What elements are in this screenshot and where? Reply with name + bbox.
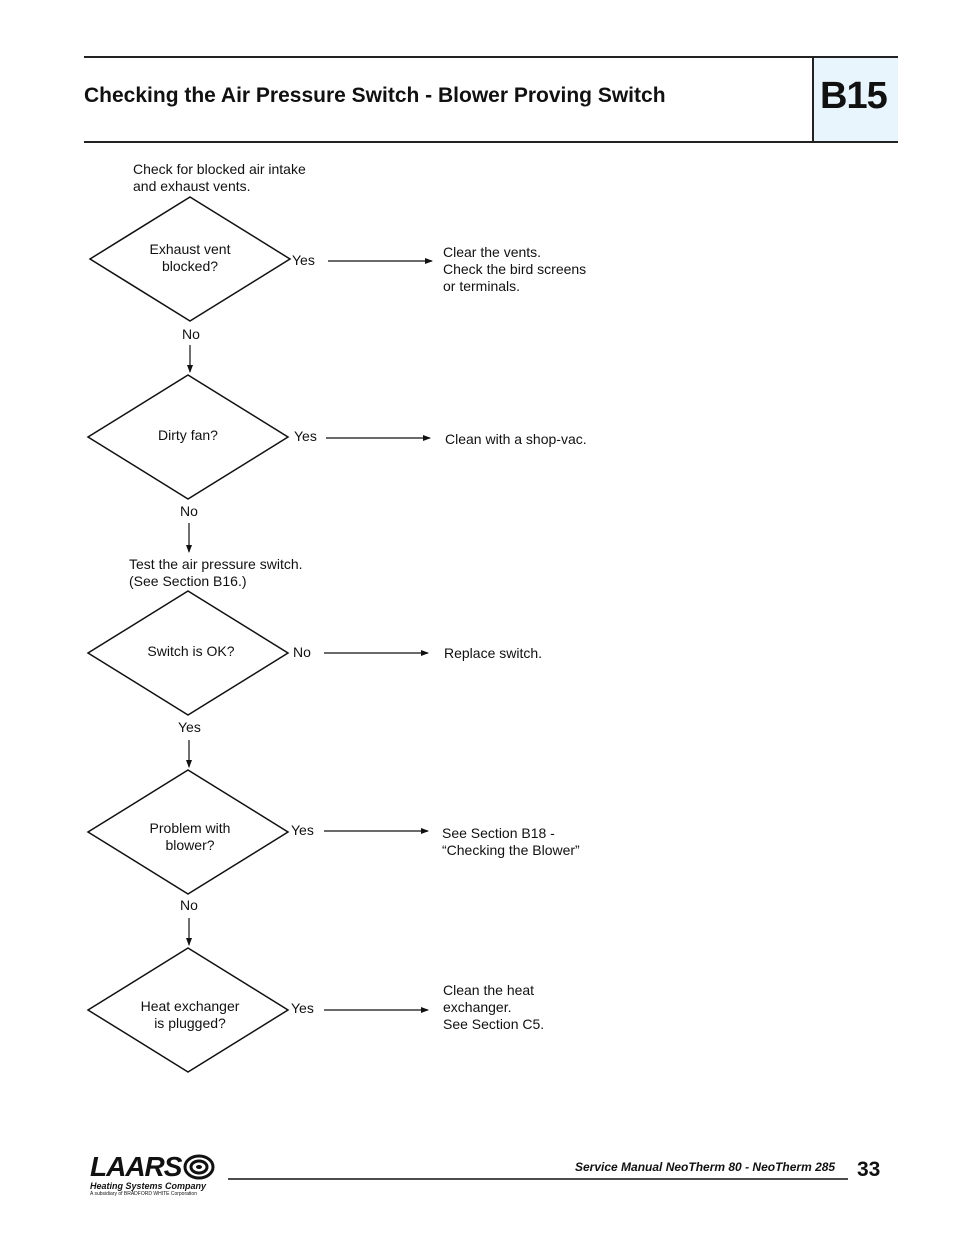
header-top-rule <box>84 56 898 58</box>
action-2: Clean with a shop-vac. <box>445 431 587 447</box>
question-1: Exhaust vent blocked? <box>149 241 231 274</box>
branch-label-1: Yes <box>292 252 315 268</box>
decision-diamond-2 <box>86 374 290 500</box>
continue-label-4: No <box>180 897 198 913</box>
decision-diamond-5 <box>86 947 290 1073</box>
intro-note: Check for blocked air intake and exhaust… <box>133 161 306 194</box>
question-4: Problem with blower? <box>149 820 231 853</box>
action-4: See Section B18 - “Checking the Blower” <box>442 825 580 858</box>
laars-logo: LAARS Heating Systems Company A subsidia… <box>90 1153 215 1198</box>
question-3: Switch is OK? <box>147 643 235 659</box>
action-1: Clear the vents. Check the bird screens … <box>443 244 587 294</box>
test-switch-note: Test the air pressure switch. (See Secti… <box>129 556 303 589</box>
logo-wordmark: LAARS <box>90 1151 182 1182</box>
continue-label-2: No <box>180 503 198 519</box>
action-3: Replace switch. <box>444 645 543 661</box>
decision-diamond-1 <box>88 196 292 322</box>
logo-tagline: A subsidiary of BRADFORD WHITE Corporati… <box>90 1191 197 1197</box>
header-bottom-rule <box>84 141 898 143</box>
question-2: Dirty fan? <box>158 427 218 443</box>
decision-diamond-3 <box>86 590 290 716</box>
page-number: 33 <box>857 1158 881 1181</box>
logo-disc-icon <box>183 1154 215 1180</box>
branch-label-2: Yes <box>294 428 317 444</box>
continue-label-1: No <box>182 326 200 342</box>
question-5: Heat exchanger is plugged? <box>140 998 240 1031</box>
manual-title: Service Manual NeoTherm 80 - NeoTherm 28… <box>575 1160 836 1174</box>
branch-label-5: Yes <box>291 1000 314 1016</box>
section-code: B15 <box>820 75 888 117</box>
continue-label-3: Yes <box>178 719 201 735</box>
page-title: Checking the Air Pressure Switch - Blowe… <box>84 84 666 107</box>
decision-diamond-4 <box>86 769 290 895</box>
section-badge: B15 <box>812 58 898 141</box>
branch-label-3: No <box>293 644 311 660</box>
action-5: Clean the heat exchanger. See Section C5… <box>443 982 545 1032</box>
branch-label-4: Yes <box>291 822 314 838</box>
logo-subtitle: Heating Systems Company <box>90 1181 207 1191</box>
